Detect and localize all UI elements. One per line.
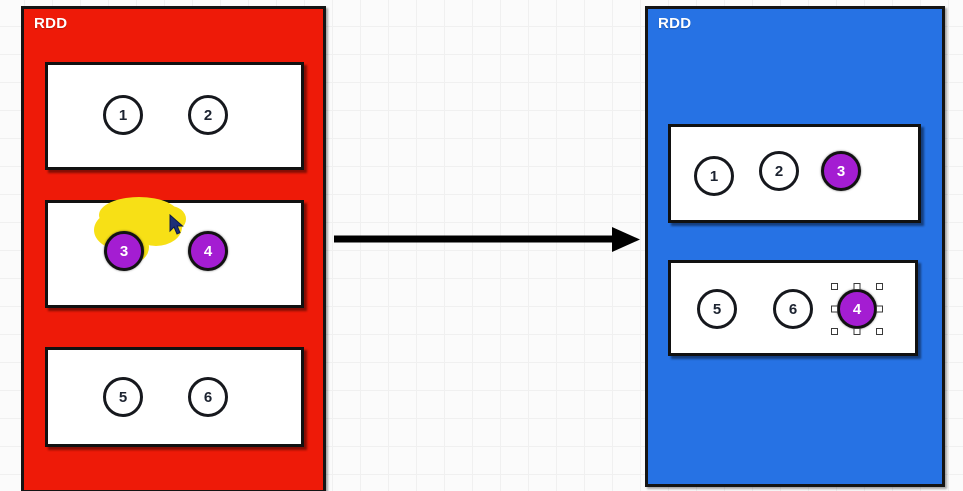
source-p2-element-4[interactable]: 4 [188, 231, 228, 271]
element-value: 2 [774, 162, 784, 180]
transformation-arrow-icon [334, 227, 640, 252]
element-value: 3 [836, 162, 846, 180]
target-p2-element-6[interactable]: 6 [773, 289, 813, 329]
resize-handle-se[interactable] [876, 328, 883, 335]
source-p3-element-5[interactable]: 5 [103, 377, 143, 417]
highlighter-blob [94, 197, 186, 270]
source-partition-1[interactable]: 1 2 [45, 62, 304, 170]
target-p2-element-4[interactable]: 4 [837, 289, 877, 329]
resize-handle-w[interactable] [831, 305, 838, 313]
element-value: 2 [203, 106, 213, 124]
target-p1-element-2[interactable]: 2 [759, 151, 799, 191]
element-value: 1 [709, 167, 719, 185]
target-p1-element-3[interactable]: 3 [821, 151, 861, 191]
element-value: 6 [203, 388, 213, 406]
mouse-cursor-icon [169, 214, 184, 235]
source-p3-element-6[interactable]: 6 [188, 377, 228, 417]
selection-bounding-box[interactable]: 4 [831, 283, 883, 335]
resize-handle-ne[interactable] [876, 283, 883, 290]
target-partition-1[interactable]: 1 2 3 [668, 124, 921, 223]
element-value: 6 [788, 300, 798, 318]
resize-handle-nw[interactable] [831, 283, 838, 290]
element-value: 5 [712, 300, 722, 318]
resize-handle-e[interactable] [876, 305, 883, 313]
source-rdd-label: RDD [34, 15, 68, 32]
target-p2-element-5[interactable]: 5 [697, 289, 737, 329]
resize-handle-n[interactable] [853, 283, 861, 290]
resize-handle-s[interactable] [853, 328, 861, 335]
target-p1-element-1[interactable]: 1 [694, 156, 734, 196]
resize-handle-sw[interactable] [831, 328, 838, 335]
element-value: 5 [118, 388, 128, 406]
source-partition-2[interactable]: 3 4 [45, 197, 304, 308]
source-p1-element-1[interactable]: 1 [103, 95, 143, 135]
target-rdd-label: RDD [658, 15, 692, 32]
source-p1-element-2[interactable]: 2 [188, 95, 228, 135]
element-value: 4 [203, 242, 213, 260]
target-rdd-box[interactable]: RDD [645, 6, 945, 487]
element-value: 1 [118, 106, 128, 124]
target-partition-2[interactable]: 5 6 4 [668, 260, 918, 356]
element-value: 4 [852, 300, 862, 318]
source-p2-element-3[interactable]: 3 [104, 231, 144, 271]
source-partition-3[interactable]: 5 6 [45, 347, 304, 447]
element-value: 3 [119, 242, 129, 260]
